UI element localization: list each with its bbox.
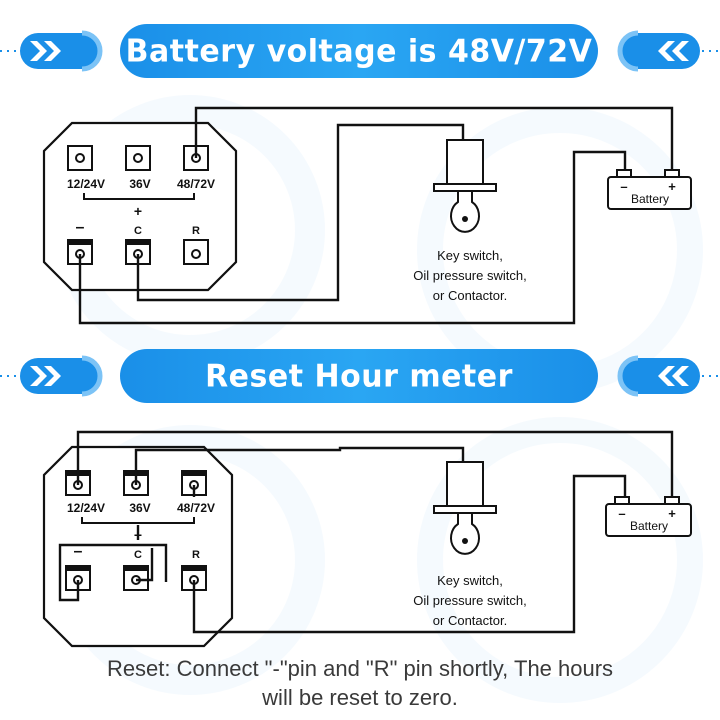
pin-label-36v: 36V [129,177,150,191]
pin-36v [125,145,151,171]
battery-label: Battery [630,519,668,533]
switch-caption-line3: or Contactor. [433,613,507,628]
key-icon [450,512,480,555]
key-icon [450,190,480,233]
wires-bottom [58,430,674,634]
pin-12-24v [67,145,93,171]
hour-meter-body [42,445,234,648]
right-arrow-pill-bottom [617,355,700,397]
battery-minus: – [618,506,625,521]
pin-label-12-24v: 12/24V [67,501,105,515]
key-switch-top [433,139,497,233]
bottom-diagram: 12/24V 36V 48/72V + – C R [42,430,692,648]
left-arrow-pill-bottom [20,355,103,397]
left-arrow-pill-top [20,30,103,72]
pin-label-48-72v: 48/72V [177,501,215,515]
dotted-line-top [0,50,720,377]
pin-bracket [83,193,195,200]
switch-caption-line3: or Contactor. [433,288,507,303]
battery-minus: – [620,179,627,194]
key-switch-bottom [433,461,497,555]
pin-label-36v: 36V [129,501,150,515]
switch-caption-line2: Oil pressure switch, [413,593,526,608]
r-label: R [192,225,200,237]
pin-r [181,565,207,591]
minus-sign: – [74,543,83,560]
r-label: R [192,549,200,561]
battery-icon [607,169,692,210]
pin-c [123,565,149,591]
switch-caption-line2: Oil pressure switch, [413,268,526,283]
banner-title-bottom: Reset Hour meter [205,357,513,395]
switch-caption-line1: Key switch, [437,573,503,588]
top-diagram: 12/24V 36V 48/72V + – C R [42,106,692,325]
banner-battery-voltage: Battery voltage is 48V/72V [120,24,598,78]
switch-caption-line1: Key switch, [437,248,503,263]
pin-r [183,239,209,265]
battery-icon [605,496,692,537]
c-label: C [134,225,142,237]
minus-sign: – [76,219,85,236]
battery-plus: + [668,506,676,521]
pin-label-12-24v: 12/24V [67,177,105,191]
banner-reset-hour-meter: Reset Hour meter [120,349,598,403]
pin-bracket [81,517,195,524]
pin-48-72v [181,470,207,496]
battery-label: Battery [631,192,669,206]
plus-sign: + [134,203,142,219]
reset-instructions-line2: will be reset to zero. [262,685,458,710]
pin-label-48-72v: 48/72V [177,177,215,191]
wires-top [78,106,674,325]
reset-instructions-line1: Reset: Connect "-"pin and "R" pin shortl… [106,656,614,681]
banner-title-top: Battery voltage is 48V/72V [125,32,593,70]
c-label: C [134,549,142,561]
reset-instructions: Reset: Connect "-"pin and "R" pin shortl… [0,654,720,712]
right-arrow-pill-top [617,30,700,72]
battery-plus: + [668,179,676,194]
